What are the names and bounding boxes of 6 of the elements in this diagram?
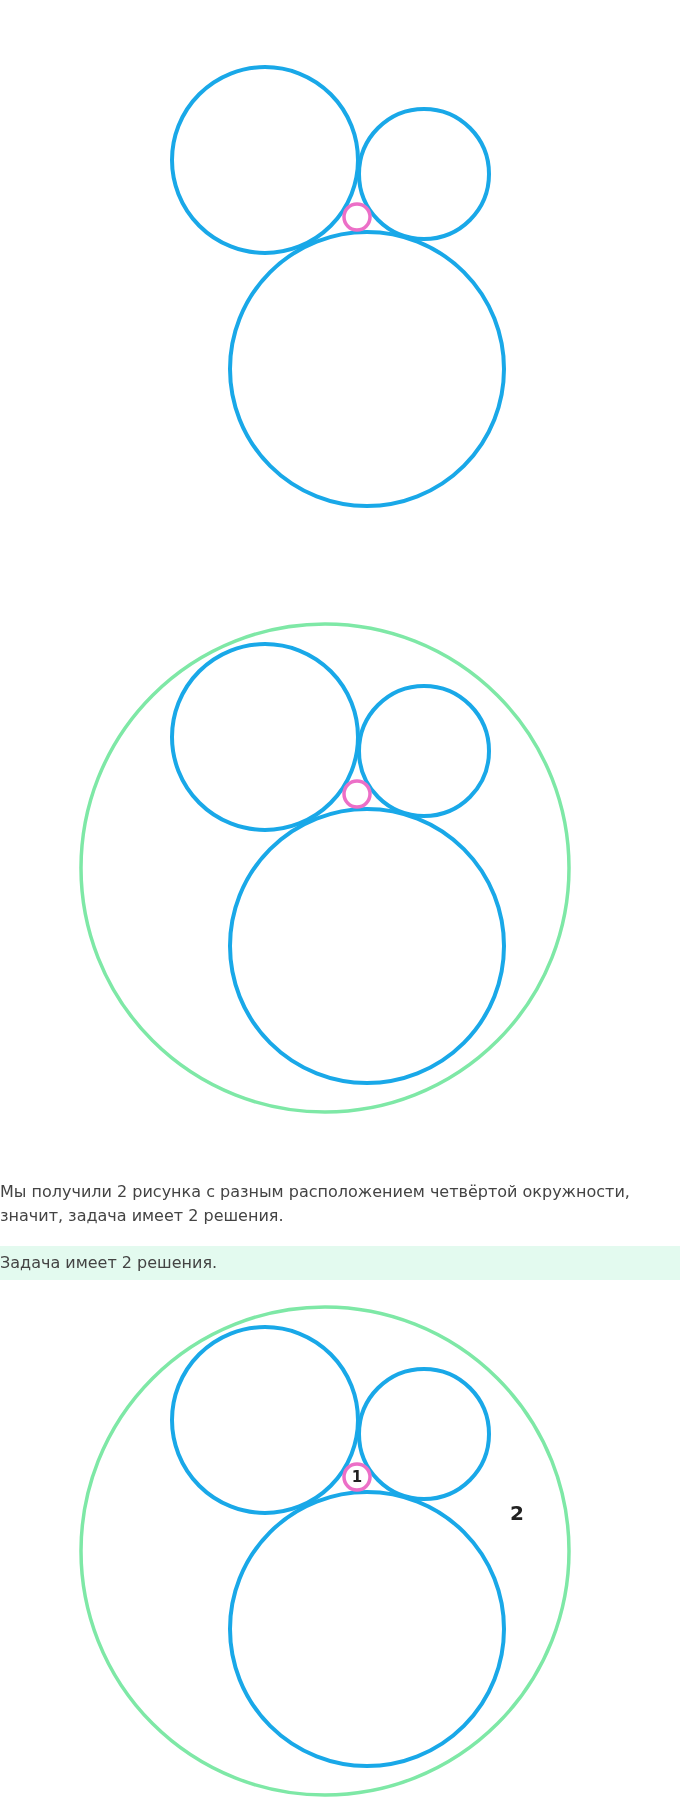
answer-banner: Задача имеет 2 решения. — [0, 1246, 680, 1280]
numbered-circle — [78, 1304, 572, 1798]
circle-number: 1 — [350, 1467, 364, 1488]
numbered-circle — [341, 1461, 373, 1493]
explanation-text: Мы получили 2 рисунка с разным расположением четвёртой окружности, значит, задача имеет 2 решения. — [0, 1181, 631, 1227]
circle-number: 2 — [510, 1501, 524, 1525]
